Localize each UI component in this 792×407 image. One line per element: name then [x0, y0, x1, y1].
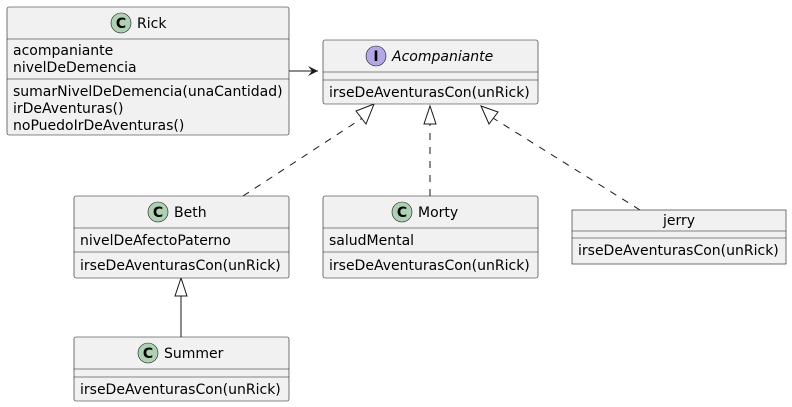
class-badge-letter: C — [397, 205, 407, 221]
attribute: nivelDeDemencia — [13, 60, 137, 76]
attribute: acompaniante — [13, 43, 113, 59]
method: irseDeAventurasCon(unRick) — [329, 85, 530, 101]
object-name: jerry — [662, 213, 695, 229]
interface-name: Acompaniante — [391, 49, 493, 65]
object-jerry[interactable]: jerry irseDeAventurasCon(unRick) — [571, 209, 787, 265]
class-name: Summer — [164, 346, 224, 362]
class-badge-icon — [110, 12, 132, 34]
attribute: saludMental — [329, 233, 414, 249]
class-summer[interactable]: C Summer irseDeAventurasCon(unRick) — [73, 336, 290, 402]
class-rick[interactable]: C Rick acompaniante nivelDeDemencia suma… — [6, 6, 290, 136]
method: sumarNivelDeDemencia(unaCantidad) — [13, 84, 283, 100]
method: irseDeAventurasCon(unRick) — [80, 382, 281, 398]
class-morty[interactable]: C Morty saludMental irseDeAventurasCon(u… — [322, 195, 539, 279]
class-name: Morty — [418, 205, 458, 221]
realization-beth-acompaniante — [242, 103, 375, 197]
class-badge-icon — [147, 201, 169, 223]
class-badge-letter: C — [153, 205, 163, 221]
generalization-summer-beth — [174, 276, 188, 337]
class-badge-letter: C — [116, 16, 126, 32]
method: irDeAventuras() — [13, 101, 123, 117]
class-name: Rick — [137, 16, 167, 32]
class-name: Beth — [174, 205, 207, 221]
method: irseDeAventurasCon(unRick) — [578, 243, 779, 259]
method: irseDeAventurasCon(unRick) — [329, 258, 530, 274]
class-badge-icon — [137, 342, 159, 364]
realization-morty-acompaniante — [423, 104, 437, 196]
relations — [174, 66, 641, 337]
interface-badge-icon — [365, 45, 387, 67]
attribute: nivelDeAfectoPaterno — [80, 233, 231, 249]
method: irseDeAventurasCon(unRick) — [80, 258, 281, 274]
method: noPuedoIrDeAventuras() — [13, 118, 184, 134]
class-badge-letter: C — [143, 346, 153, 362]
class-badge-icon — [391, 201, 413, 223]
realization-jerry-acompaniante — [480, 105, 641, 211]
class-beth[interactable]: C Beth nivelDeAfectoPaterno irseDeAventu… — [73, 195, 290, 279]
interface-acompaniante[interactable]: I Acompaniante irseDeAventurasCon(unRick… — [322, 39, 539, 105]
interface-badge-letter: I — [373, 49, 378, 65]
